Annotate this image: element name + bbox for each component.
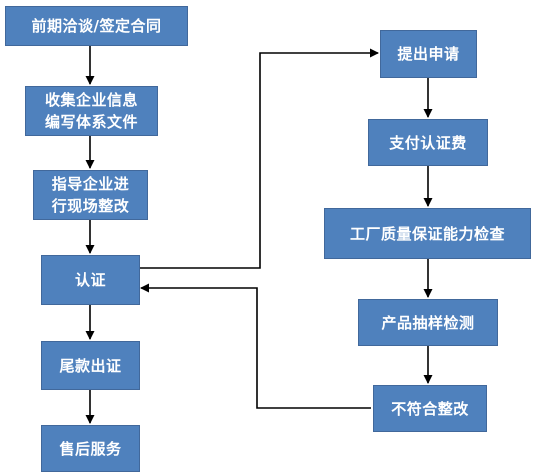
step-submit-application: 提出申请 [380,30,477,78]
step-label: 不符合整改 [391,399,469,418]
step-label: 提出申请 [397,45,460,63]
connector-certify-to-apply [140,48,379,269]
step-label-line-1: 收集企业信息 [44,91,138,109]
step-factory-quality-inspection: 工厂质量保证能力检查 [324,208,531,259]
step-after-sales-service: 售后服务 [41,425,140,472]
step-label-line-1: 指导企业进 [51,175,130,193]
step-label-line-2: 行现场整改 [51,197,130,215]
step-label: 产品抽样检测 [381,313,475,332]
step-final-payment-certificate: 尾款出证 [41,341,140,390]
step-label: 支付认证费 [389,133,467,152]
connector-nonconformity-to-certify [140,283,371,409]
step-nonconformity-rectification: 不符合整改 [373,385,487,432]
step-label: 工厂质量保证能力检查 [349,224,505,243]
step-collect-info: 收集企业信息 编写体系文件 [25,86,158,136]
step-product-sampling-test: 产品抽样检测 [358,299,498,346]
step-label: 尾款出证 [59,356,122,375]
step-label: 认证 [74,271,106,289]
step-label: 前期洽谈/签定合同 [31,17,162,35]
step-label-line-2: 编写体系文件 [44,113,138,131]
step-label: 售后服务 [59,439,122,458]
step-pay-certification-fee: 支付认证费 [368,119,488,166]
step-guide-rectification: 指导企业进 行现场整改 [33,170,148,220]
step-negotiate-contract: 前期洽谈/签定合同 [5,6,188,46]
step-certify: 认证 [41,255,140,305]
